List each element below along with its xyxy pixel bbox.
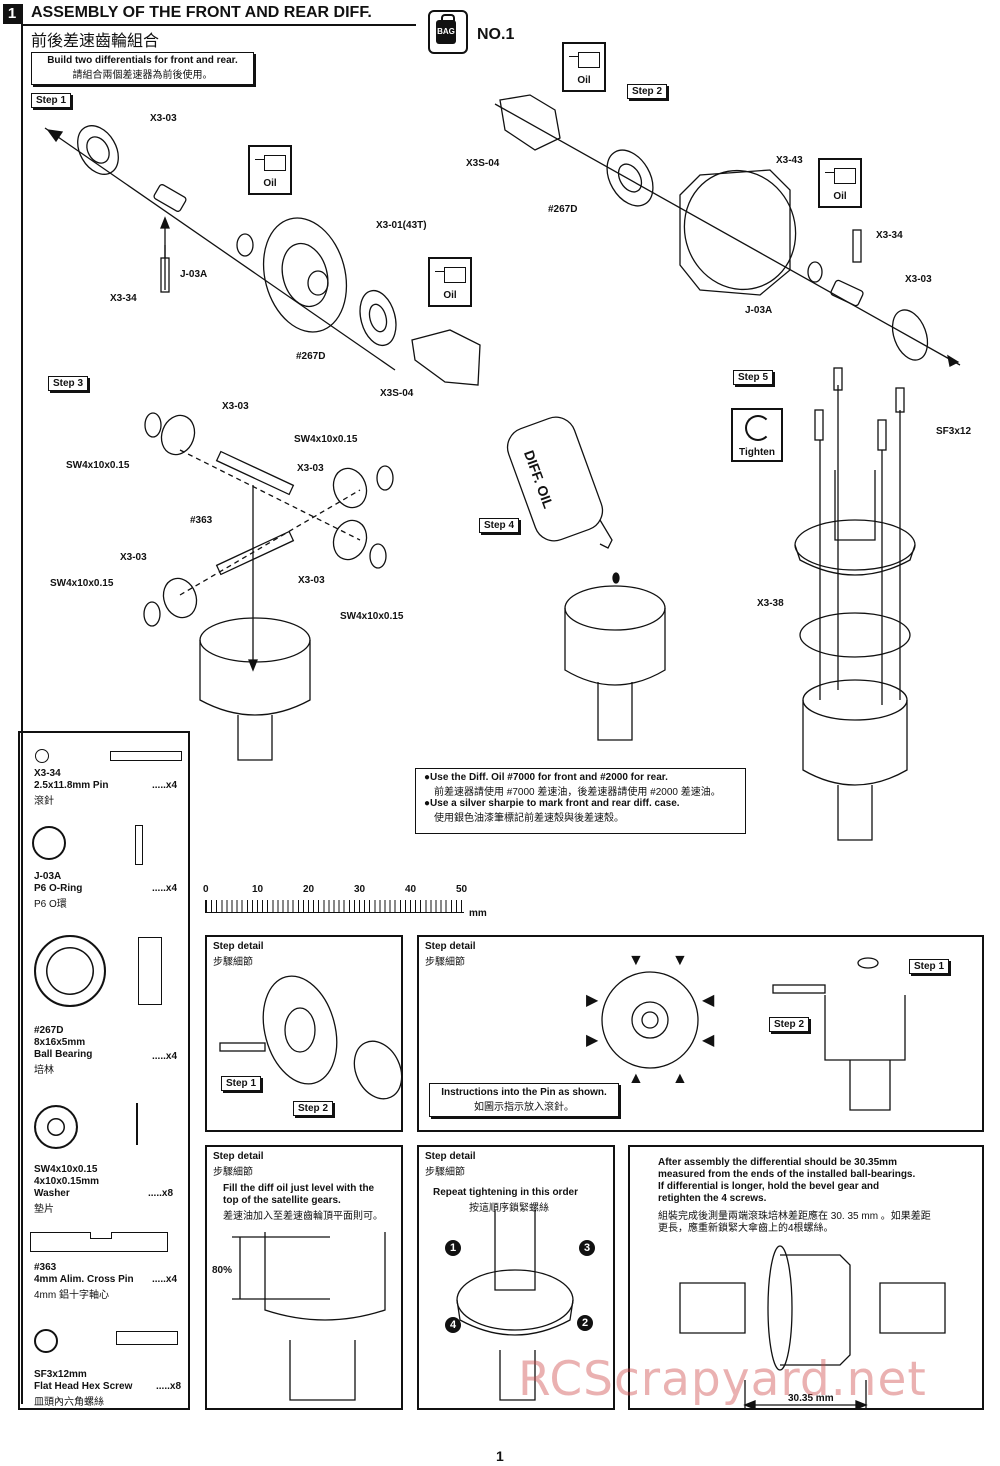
intro-line-en: Build two differentials for front and re… (47, 55, 238, 66)
callout-label: X3-34 (110, 293, 137, 304)
order-marker-1: 1 (445, 1240, 461, 1256)
oil-icon: Oil (562, 42, 606, 92)
step4-tag: Step 4 (479, 518, 520, 533)
step-detail-tighten-order-box: Step detail 步驟細節 Repeat tightening in th… (417, 1145, 615, 1410)
step5-tag: Step 5 (733, 370, 774, 385)
ruler-tick-label: 50 (456, 884, 468, 895)
part-row: #363 4mm Alim. Cross Pin 4mm 鋁十字軸心 .....… (20, 1228, 188, 1308)
callout-label: X3-01(43T) (376, 220, 427, 231)
callout-label: X3-03 (150, 113, 177, 124)
pin-end-icon (35, 749, 49, 763)
oil-notes-box: ●Use the Diff. Oil #7000 for front and #… (415, 768, 746, 834)
page-title: ASSEMBLY OF THE FRONT AND REAR DIFF. (31, 4, 372, 21)
callout-label: #267D (548, 204, 578, 215)
note-line: ●Use a silver sharpie to mark front and … (424, 798, 680, 809)
step2-tag: Step 2 (293, 1101, 334, 1116)
callout-label: SW4x10x0.15 (340, 611, 404, 622)
step2-tag: Step 2 (769, 1017, 810, 1032)
screw-icon (116, 1331, 178, 1345)
washer-side-icon (136, 1103, 138, 1145)
callout-label: X3-34 (876, 230, 903, 241)
o-ring-icon (32, 826, 66, 860)
note-line: 使用銀色油漆筆標記前差速殼與後差速殼。 (434, 813, 624, 824)
part-row: SW4x10x0.15 4x10x0.15mm Washer 墊片 .....x… (20, 1103, 188, 1223)
bag-label: BAG (436, 20, 456, 44)
step-detail-pin-box: Step detail 步驟細節 Instructions into the P… (417, 935, 984, 1132)
tighten-icon: Tighten (731, 408, 783, 462)
bearing-icon (34, 935, 106, 1007)
tighten-label: Tighten (739, 447, 775, 458)
washer-icon (34, 1105, 78, 1149)
oil-icon: Oil (248, 145, 292, 195)
callout-label: X3-03 (297, 463, 324, 474)
note-line: 前差速器請使用 #7000 差速油，後差速器請使用 #2000 差速油。 (434, 787, 721, 798)
ruler-tick-label: 40 (405, 884, 417, 895)
title-underline (21, 24, 416, 26)
ruler-tick-label: 30 (354, 884, 366, 895)
o-ring-side-icon (135, 825, 143, 865)
callout-label: SW4x10x0.15 (294, 434, 358, 445)
callout-label: X3S-04 (380, 388, 414, 399)
page-title-zh: 前後差速齒輪組合 (31, 33, 160, 50)
callout-label: J-03A (180, 269, 208, 280)
note-line: ●Use the Diff. Oil #7000 for front and #… (424, 772, 668, 783)
intro-line-zh: 請組合兩個差速器為前後使用。 (72, 70, 213, 81)
oil-icon: Oil (818, 158, 862, 208)
page-number-badge: 1 (3, 4, 21, 24)
pin-instruction-box: Instructions into the Pin as shown. 如圖示指… (429, 1083, 619, 1117)
pin-icon (110, 751, 182, 761)
callout-label: X3-38 (757, 598, 784, 609)
parts-list-panel: X3-34 2.5x11.8mm Pin 滾針 .....x4 J-03A P6… (18, 731, 190, 1410)
callout-label: #267D (296, 351, 326, 362)
order-marker-3: 3 (579, 1240, 595, 1256)
callout-label: X3-03 (905, 274, 932, 285)
order-marker-2: 2 (577, 1315, 593, 1331)
pin-insert-arrows: ▼ ▼ ▶ ▶ ◀ ◀ ▲ ▲ (586, 952, 715, 1087)
ruler-tick-label: 20 (303, 884, 315, 895)
step-detail-gear-box: Step detail 步驟細節 Step 1 Step 2 (205, 935, 403, 1132)
step2-tag: Step 2 (627, 84, 668, 99)
callout-label: #363 (190, 515, 213, 526)
ruler-tick-label: 0 (203, 884, 209, 895)
rotate-arrow-icon (745, 415, 771, 441)
step1-tag: Step 1 (221, 1076, 262, 1091)
part-row: #267D 8x16x5mm Ball Bearing 培林 .....x4 (20, 933, 188, 1076)
left-margin-rule (21, 4, 23, 1404)
screw-head-icon (34, 1329, 58, 1353)
callout-label: X3-03 (298, 575, 325, 586)
step-detail-oil-level-box: Step detail 步驟細節 Fill the diff oil just … (205, 1145, 403, 1410)
part-row: J-03A P6 O-Ring P6 O環 .....x4 (20, 823, 188, 910)
part-row: X3-34 2.5x11.8mm Pin 滾針 .....x4 (20, 745, 188, 807)
callout-label: X3-03 (120, 552, 147, 563)
intro-box: Build two differentials for front and re… (31, 52, 254, 85)
oil-icon: Oil (428, 257, 472, 307)
step3-tag: Step 3 (48, 376, 89, 391)
oil-level-percent: 80% (212, 1265, 233, 1276)
ruler-tick-label: 10 (252, 884, 264, 895)
watermark: RCScrapyard.net (518, 1352, 927, 1407)
callout-label: X3-03 (222, 401, 249, 412)
step-detail-measure-box: After assembly the differential should b… (628, 1145, 984, 1410)
ruler-unit: mm (469, 908, 487, 919)
order-marker-4: 4 (445, 1317, 461, 1333)
callout-label: SW4x10x0.15 (50, 578, 114, 589)
bag-number: NO.1 (477, 26, 515, 43)
callout-label: SW4x10x0.15 (66, 460, 130, 471)
step1-tag: Step 1 (909, 959, 950, 974)
bearing-side-icon (138, 937, 162, 1005)
step1-tag: Step 1 (31, 93, 72, 108)
dimension-label: 30.35 mm (788, 1393, 834, 1404)
scale-ruler: 0 10 20 30 40 50 mm (203, 880, 487, 920)
part-row: SF3x12mm Flat Head Hex Screw 皿頭內六角螺絲 ...… (20, 1323, 188, 1413)
callout-label: X3S-04 (466, 158, 500, 169)
bag-icon: BAG (428, 10, 468, 54)
callout-label: SF3x12 (936, 426, 972, 437)
callout-label: J-03A (745, 305, 773, 316)
callout-label: X3-43 (776, 155, 803, 166)
footer-page-number: 1 (496, 1448, 504, 1464)
